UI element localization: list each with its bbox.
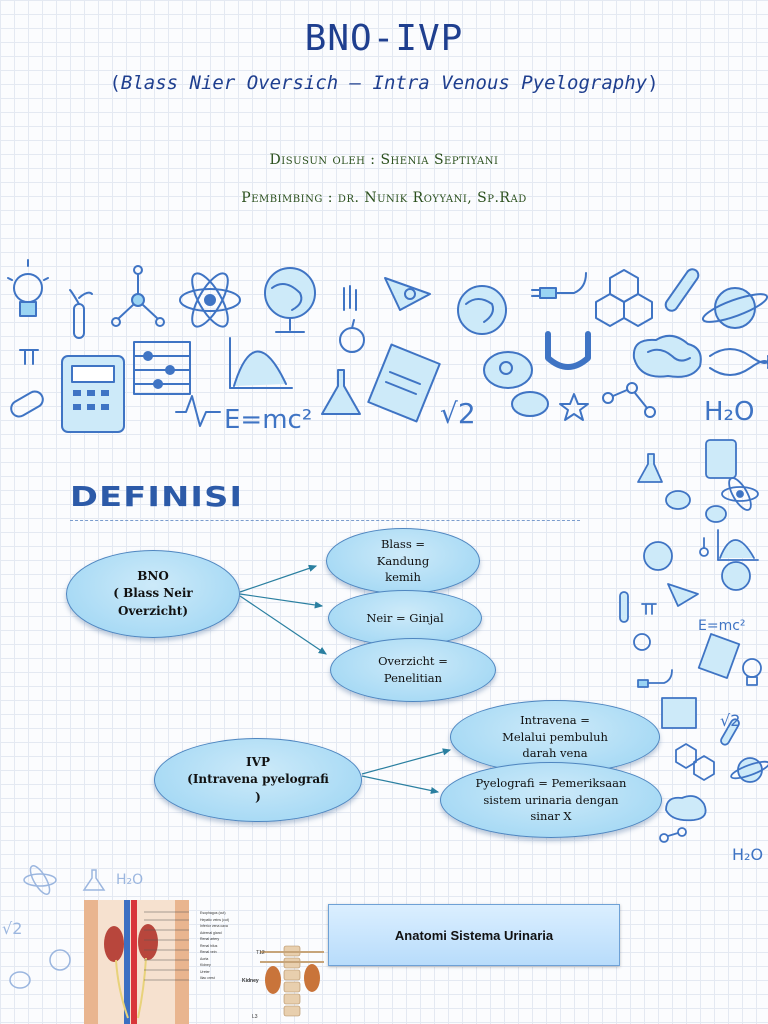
ivp-item-pyelografi: Pyelografi = Pemeriksaan sistem urinaria… — [440, 762, 662, 838]
anatomy-section-label: Anatomi Sistema Urinaria — [328, 904, 620, 966]
spine-kidney-illustration: T12 Kidney L3 — [240, 940, 340, 1024]
anatomy-label: Iliac crest — [200, 975, 240, 982]
ivp-title: IVP — [187, 754, 329, 771]
ivp-description: (Intravena pyelografi — [187, 771, 329, 788]
anatomy-labels-left: Esophagus (cut) Hepatic veins (cut) Infe… — [200, 910, 240, 982]
bno-bubble: BNO ( Blass Neir Overzicht) — [66, 550, 240, 638]
aorta-shape — [131, 900, 137, 1024]
bno-item-line: Blass = — [377, 536, 429, 553]
arrow-ivp-pyelografi — [362, 776, 438, 792]
bno-item-line: Kandung — [377, 553, 429, 570]
bno-item-line: Neir = Ginjal — [366, 610, 443, 627]
arrow-bno-blass — [240, 566, 316, 592]
arrow-ivp-intravena — [362, 750, 450, 774]
ivp-item-line: darah vena — [502, 745, 608, 762]
ivp-item-line: sistem urinaria dengan — [476, 792, 627, 809]
ivp-item-line: Pyelografi = Pemeriksaan — [476, 775, 627, 792]
ivp-item-line: Melalui pembuluh — [502, 729, 608, 746]
bno-item-line: kemih — [377, 569, 429, 586]
bno-item-line: Overzicht = — [378, 653, 448, 670]
bno-item-overzicht: Overzicht = Penelitian — [330, 638, 496, 702]
left-kidney-shape — [104, 926, 124, 962]
bno-item-blass: Blass = Kandung kemih — [326, 528, 480, 594]
ivp-description-close: ) — [187, 789, 329, 806]
anatomy-label: T12 — [256, 950, 265, 956]
bno-item-line: Penelitian — [378, 670, 448, 687]
bno-description: ( Blass Neir Overzicht) — [85, 585, 221, 620]
urinary-anatomy-illustration — [84, 900, 189, 1024]
ivp-item-line: sinar X — [476, 808, 627, 825]
bno-title: BNO — [85, 568, 221, 585]
kidney-shape — [265, 966, 281, 994]
right-kidney-shape — [138, 924, 158, 960]
ivp-item-line: Intravena = — [502, 712, 608, 729]
kidney-shape — [304, 964, 320, 992]
anatomy-label: L3 — [252, 1014, 258, 1020]
anatomy-label: Kidney — [242, 978, 259, 984]
ivp-bubble: IVP (Intravena pyelografi ) — [154, 738, 362, 822]
